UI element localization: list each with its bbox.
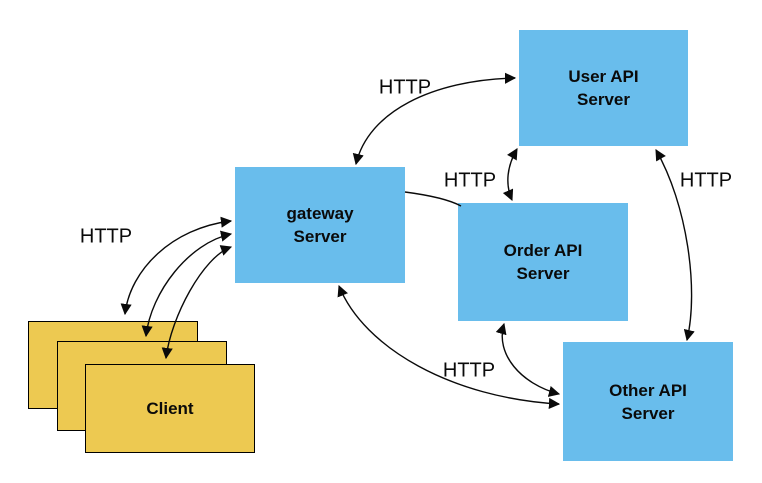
node-gateway-label-line2: Server <box>293 227 347 246</box>
node-gateway-server: gateway Server <box>235 167 405 283</box>
node-order-label-line1: Order API <box>503 241 583 260</box>
edge-gateway-order <box>404 191 462 207</box>
edge-client-gateway-1 <box>120 216 233 316</box>
node-order-api-server: Order API Server <box>458 203 628 321</box>
node-other-label-line2: Server <box>621 403 675 423</box>
edge-label-http-gateway-order: HTTP <box>443 169 497 192</box>
client-card-front: Client <box>85 364 255 453</box>
node-user-label-line2: Server <box>577 90 630 109</box>
node-order-label-line2: Server <box>516 264 570 283</box>
node-other-api-server: Other API Server <box>563 342 733 461</box>
edge-label-http-gateway-other: HTTP <box>442 359 496 382</box>
node-user-label-line1: User API <box>568 67 639 86</box>
edge-label-http-user-other: HTTP <box>679 169 733 192</box>
edge-label-http-client-gateway: HTTP <box>79 225 133 248</box>
edge-user-order <box>502 148 518 202</box>
client-label: Client <box>146 398 194 418</box>
node-gateway-label-line1: gateway <box>286 204 354 223</box>
node-user-api-server: User API Server <box>519 30 688 146</box>
edge-label-http-gateway-user: HTTP <box>378 76 432 99</box>
node-other-label-line1: Other API <box>609 380 687 400</box>
edge-order-other <box>495 322 561 397</box>
